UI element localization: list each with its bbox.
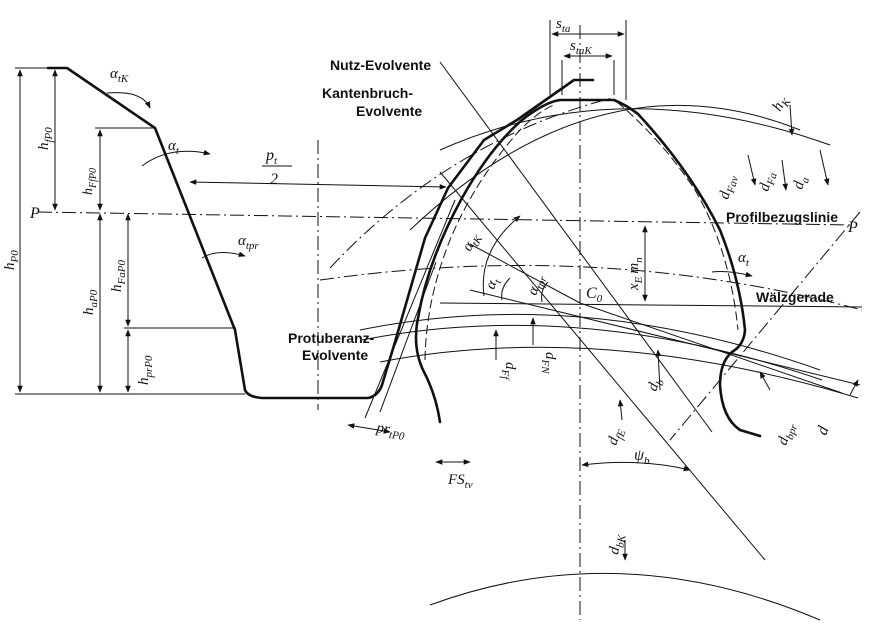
label-h-FaP0: hFaP0 [109, 260, 128, 292]
label-C0: C0 [586, 285, 603, 305]
label-P-left: P [29, 205, 40, 222]
rack-tool-profile [46, 66, 595, 400]
label-h-fP0: hfP0 [36, 127, 55, 150]
label-kantenbruch-2: Evolvente [356, 103, 422, 119]
label-protuberanz-2: Evolvente [302, 347, 368, 363]
label-nutz-evolvente: Nutz-Evolvente [330, 57, 431, 73]
label-h-prP0: hprP0 [136, 355, 155, 385]
gear-dimensions [482, 20, 859, 561]
label-d-bpr: dbpr [775, 420, 801, 449]
label-d-a: da [790, 174, 812, 192]
label-protuberanz-1: Protuberanz- [288, 330, 375, 346]
label-xEmn: xEmn [626, 257, 645, 291]
label-pr-tP0: prtP0 [374, 420, 406, 443]
label-P-right: P [847, 219, 858, 236]
label-alpha-tK-mid: αtK [460, 230, 486, 256]
labels: sta staK Nutz-Evolvente Kantenbruch- Evo… [2, 16, 858, 556]
label-d-b: db [645, 375, 667, 394]
label-d-Fa: dFa [756, 169, 780, 193]
reference-lines [37, 25, 863, 620]
tooth-flank-left [414, 98, 562, 424]
label-d-bK: dbK [606, 532, 628, 556]
label-alpha-t-left: αt [168, 138, 180, 157]
label-s-ta: sta [556, 16, 571, 35]
label-s-taK: staK [570, 38, 592, 57]
label-d-Ff: dFf [499, 362, 518, 381]
label-h-P0: hP0 [2, 250, 21, 270]
tooth-tip [558, 98, 640, 116]
label-alpha-t-mid: αt [483, 275, 505, 293]
reference-circles [319, 97, 863, 621]
rack-dimensions [15, 67, 471, 465]
nutz-evolvente-left-dashed [424, 103, 557, 361]
label-psi-b: ψb [634, 447, 650, 467]
label-p-t-den: 2 [270, 171, 278, 188]
label-d-fE: dfE [605, 425, 629, 448]
label-d-FN: dFN [539, 352, 558, 374]
label-p-t: pt [265, 147, 278, 167]
label-alpha-t-right: αt [738, 250, 750, 269]
gear-tooth [414, 98, 762, 438]
label-alpha-tK-left: αtK [110, 66, 129, 85]
label-alpha-tpr-mid: αtpr [525, 272, 550, 299]
nutz-evolvente-right-dashed [616, 101, 739, 331]
label-profilbezugslinie: Profilbezugslinie [726, 209, 838, 225]
label-h-aP0: haP0 [81, 289, 100, 315]
label-waelzgerade: Wälzgerade [756, 289, 834, 305]
label-alpha-tpr-left: αtpr [238, 233, 259, 252]
label-h-FfP0: hFfP0 [81, 168, 99, 195]
label-kantenbruch-1: Kantenbruch- [322, 85, 413, 101]
label-d: d [814, 423, 833, 437]
label-d-Fav: dFav [716, 173, 741, 202]
label-FS-tv: FStv [447, 472, 473, 491]
tooth-flank-right [636, 112, 762, 438]
